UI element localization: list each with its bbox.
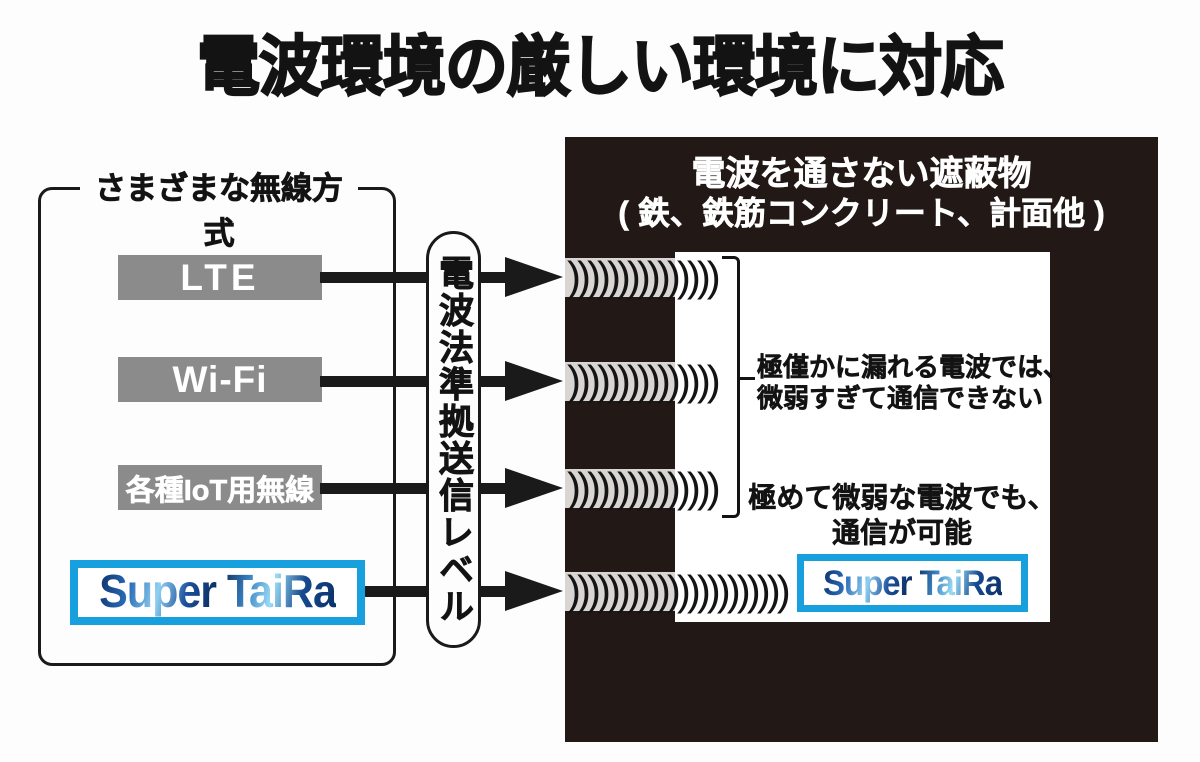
arrow-head-supertaira-icon bbox=[505, 571, 563, 611]
arrow-shaft-lte bbox=[320, 272, 510, 283]
barrier-title-line1: 電波を通さない遮蔽物 bbox=[691, 155, 1032, 194]
note-pass-line1: 極めて微弱な電波でも、 bbox=[748, 482, 1056, 514]
note-blocked-line1: 極僅かに漏れる電波では、 bbox=[757, 352, 1070, 383]
tech-box-lte: LTE bbox=[118, 255, 322, 300]
super-taira-logo-right: Super TaiRa bbox=[797, 554, 1028, 612]
super-taira-logo-left: Super TaiRa bbox=[70, 560, 365, 625]
wave-band-wifi bbox=[565, 362, 675, 401]
bracket-icon bbox=[722, 256, 740, 518]
wave-row-supertaira-icon: )))))))))))))))))))))) bbox=[567, 567, 791, 614]
barrier-title-line2: ( 鉄、鉄筋コンクリート、計面他 ) bbox=[618, 195, 1105, 232]
arrow-head-lte-icon bbox=[505, 257, 563, 297]
arrow-shaft-wifi bbox=[320, 376, 510, 387]
super-taira-logo-right-text: Super TaiRa bbox=[822, 562, 1003, 603]
wave-band-lte bbox=[565, 258, 675, 297]
wave-row-iot-icon: ))))))))))))))) bbox=[567, 464, 721, 511]
wave-row-wifi-icon: ))))))))))))))) bbox=[567, 357, 721, 404]
super-taira-logo-left-text: Super TaiRa bbox=[99, 566, 337, 618]
note-blocked-line2: 微弱すぎて通信できない bbox=[757, 383, 1044, 414]
transmission-level-pill-label: 電波法準拠送信レベル bbox=[434, 254, 474, 625]
tech-box-wifi: Wi-Fi bbox=[118, 357, 322, 402]
tech-box-iot: 各種IoT用無線 bbox=[118, 465, 322, 510]
super-taira-logo-right-inner: Super TaiRa bbox=[804, 561, 1021, 605]
transmission-level-pill: 電波法準拠送信レベル bbox=[426, 231, 481, 648]
super-taira-logo-left-inner: Super TaiRa bbox=[78, 566, 357, 618]
arrow-shaft-iot bbox=[320, 483, 510, 494]
note-pass: 極めて微弱な電波でも、 通信が可能 bbox=[737, 480, 1067, 550]
arrow-head-iot-icon bbox=[505, 468, 563, 508]
wireless-methods-panel-title: さまざまな無線方式 bbox=[80, 163, 358, 253]
page-title: 電波環境の厳しい環境に対応 bbox=[196, 30, 1005, 105]
wave-row-lte-icon: ))))))))))))))) bbox=[567, 253, 721, 300]
note-pass-line2: 通信が可能 bbox=[831, 517, 973, 549]
note-blocked: 極僅かに漏れる電波では、 微弱すぎて通信できない bbox=[757, 352, 1070, 414]
wave-band-supertaira bbox=[565, 572, 675, 611]
wave-band-iot bbox=[565, 469, 675, 508]
bracket-stub-icon bbox=[738, 377, 755, 380]
arrow-head-wifi-icon bbox=[505, 361, 563, 401]
